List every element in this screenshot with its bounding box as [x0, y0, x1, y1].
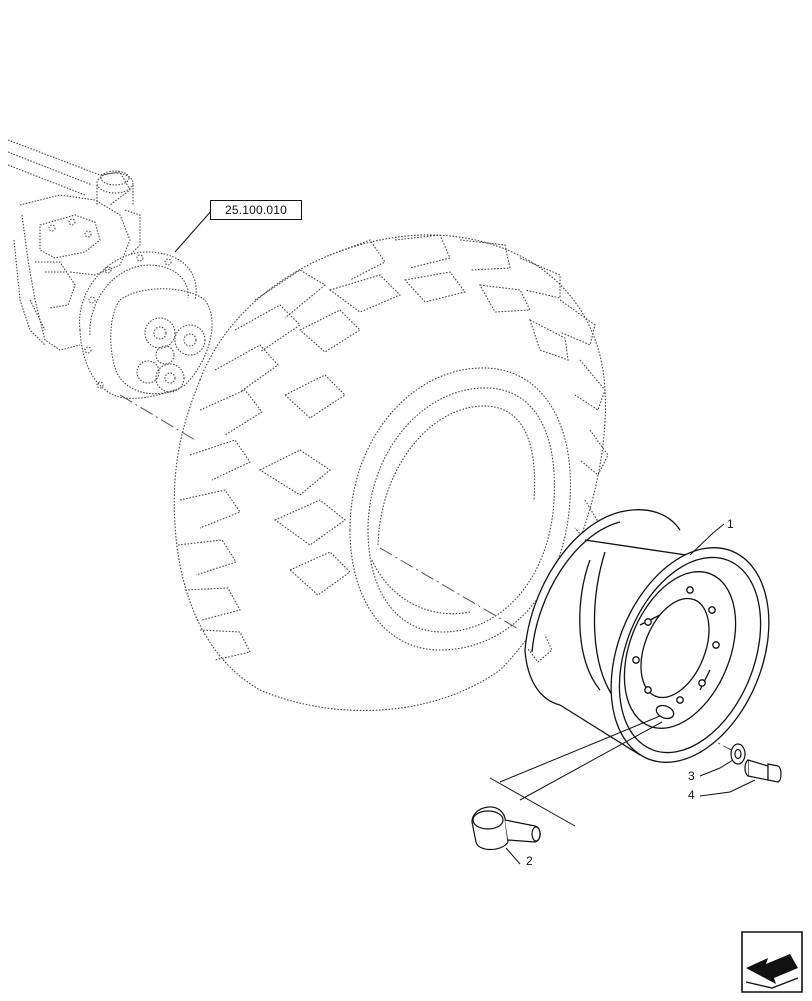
previous-page-arrow-icon[interactable] — [738, 928, 806, 996]
callout-leaders — [505, 523, 756, 865]
washer — [730, 743, 746, 765]
section-reference-label: 25.100.010 — [224, 203, 288, 217]
callout-1: 1 — [727, 517, 734, 531]
wheel-bolt — [744, 759, 782, 783]
callout-3: 3 — [688, 769, 695, 783]
tire — [173, 234, 609, 711]
wheel-rim — [524, 509, 770, 763]
callout-4: 4 — [688, 788, 695, 802]
leader-ref — [174, 209, 213, 253]
section-reference-box[interactable]: 25.100.010 — [210, 200, 302, 220]
arrow-glyph-icon — [741, 931, 803, 993]
planetary-hub — [79, 251, 213, 399]
axle-housing — [7, 139, 141, 351]
valve-leaders — [489, 715, 663, 827]
valve-stem — [471, 806, 541, 851]
callout-2: 2 — [526, 854, 533, 868]
